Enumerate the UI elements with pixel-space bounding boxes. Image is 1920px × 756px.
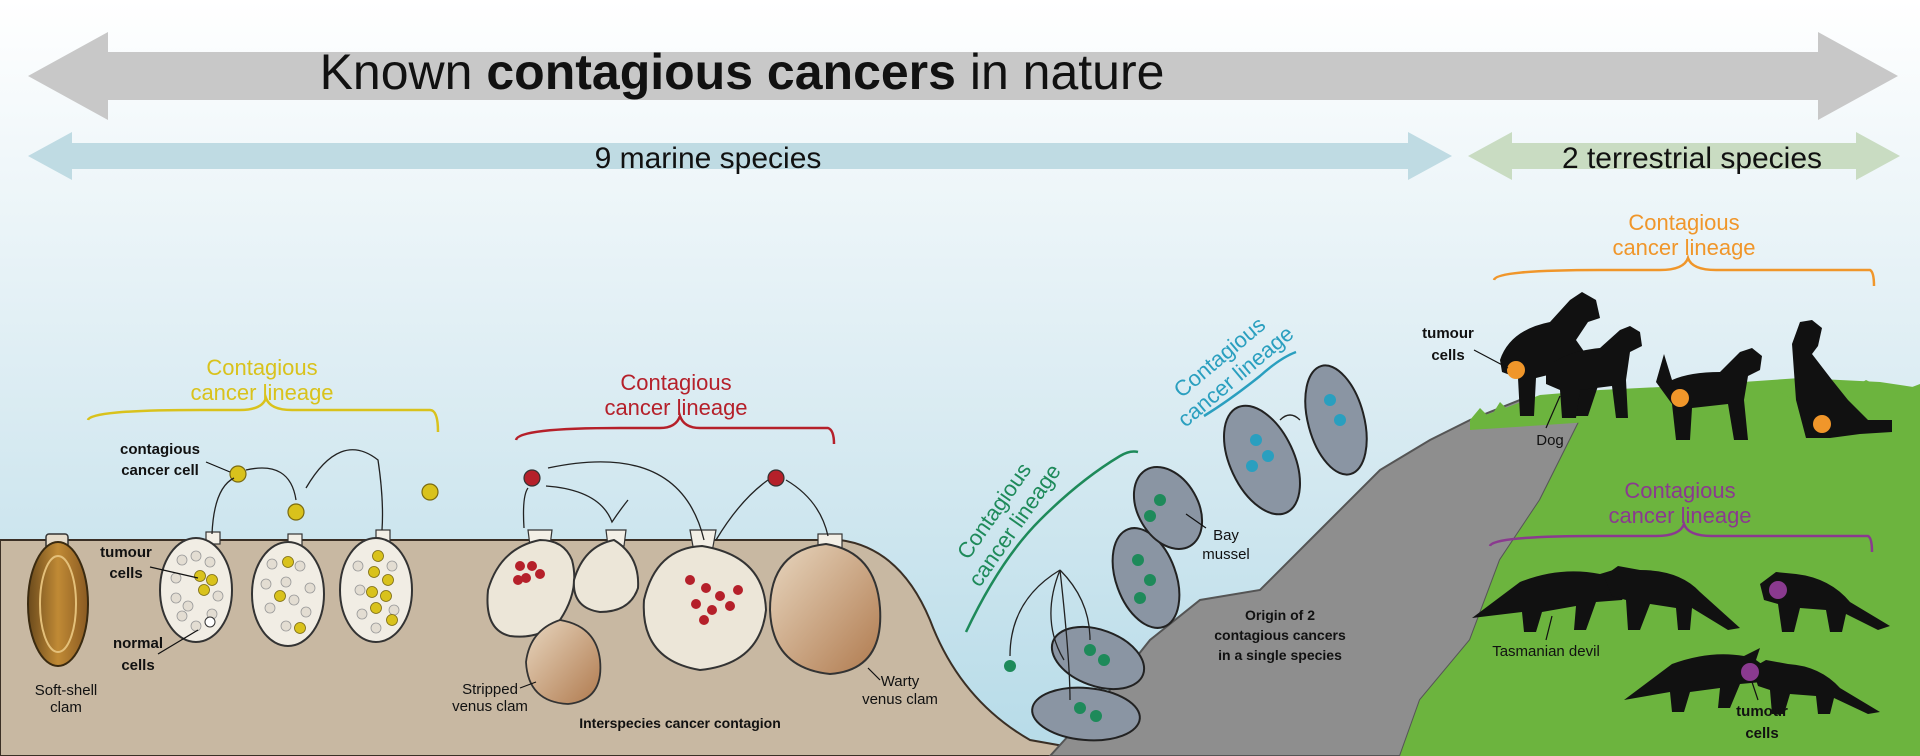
svg-text:cells: cells xyxy=(1745,725,1778,742)
dog-tumour-pointer xyxy=(1473,349,1509,369)
bay-mussel-pointer xyxy=(1185,513,1207,529)
svg-text:Contagious: Contagious xyxy=(620,370,731,395)
devil-label: Tasmanian devil xyxy=(1492,643,1600,660)
svg-text:venus clam: venus clam xyxy=(862,691,938,708)
svg-text:Bay: Bay xyxy=(1213,527,1239,544)
svg-text:clam: clam xyxy=(50,699,82,716)
svg-text:tumour: tumour xyxy=(100,544,152,561)
devil-tumour-spots xyxy=(1741,581,1787,681)
normal-cells-label: normal cells xyxy=(113,635,163,674)
dog-pointer xyxy=(1545,395,1561,429)
contagious-cell-pointer xyxy=(205,461,231,473)
devil-bracket xyxy=(1488,520,1874,553)
venus-clam-3 xyxy=(642,529,768,672)
dogs xyxy=(1500,292,1892,440)
origin-caption: Origin of 2 contagious cancers in a sing… xyxy=(1214,607,1346,663)
interspecies-caption: Interspecies cancer contagion xyxy=(579,715,781,731)
venus-transmission-arrows xyxy=(522,461,829,541)
devil-pointer xyxy=(1545,615,1553,641)
stripped-venus-label: Stripped venus clam xyxy=(452,681,528,715)
svg-text:in a single species: in a single species xyxy=(1218,647,1342,663)
svg-text:contagious cancers: contagious cancers xyxy=(1214,627,1346,643)
warty-venus-pointer xyxy=(867,667,881,681)
softshell-bracket xyxy=(86,394,440,433)
mussel-green-bracket xyxy=(964,450,1139,633)
mussels-green xyxy=(1031,466,1204,742)
terrestrial-arrow xyxy=(1468,132,1900,180)
dog-tumour-spots xyxy=(1507,361,1831,433)
dog-tumour-label: tumour cells xyxy=(1422,325,1474,364)
dog-lineage-heading: Contagious cancer lineage xyxy=(1612,210,1755,260)
stripped-venus-pointer xyxy=(519,681,537,689)
mussel-teal-bracket xyxy=(1203,350,1297,418)
svg-text:contagious: contagious xyxy=(120,441,200,458)
title-arrow xyxy=(28,32,1898,120)
svg-text:Soft-shell: Soft-shell xyxy=(35,682,98,699)
svg-text:tumour: tumour xyxy=(1736,703,1788,720)
marine-arrow xyxy=(28,132,1452,180)
svg-text:cancer lineage: cancer lineage xyxy=(1608,503,1751,528)
softshell-clam-3 xyxy=(339,529,413,643)
title: Known contagious cancers in nature xyxy=(320,44,1165,100)
svg-text:venus clam: venus clam xyxy=(452,698,528,715)
svg-text:normal: normal xyxy=(113,635,163,652)
svg-text:cancer cell: cancer cell xyxy=(121,462,199,479)
free-cell-yellow-3 xyxy=(421,483,439,501)
softshell-clam xyxy=(27,533,89,667)
svg-text:tumour: tumour xyxy=(1422,325,1474,342)
svg-text:cells: cells xyxy=(109,565,142,582)
tumour-cells-label-softshell: tumour cells xyxy=(100,544,152,582)
softshell-clam-2 xyxy=(251,533,325,647)
normal-cells-pointer xyxy=(157,629,199,655)
softshell-clam-1 xyxy=(159,531,233,643)
svg-text:cells: cells xyxy=(1431,347,1464,364)
svg-text:cancer lineage: cancer lineage xyxy=(1612,235,1755,260)
marine-label: 9 marine species xyxy=(595,142,822,175)
devils xyxy=(1472,566,1890,714)
mussel-green-cells xyxy=(1004,494,1166,722)
dog-bracket xyxy=(1492,254,1876,287)
venus-bracket xyxy=(514,412,836,445)
free-cell-red-1 xyxy=(523,469,541,487)
mussel-teal-cells xyxy=(1246,394,1346,472)
stripped-venus-clam xyxy=(525,619,602,705)
venus-clam-1 xyxy=(486,529,576,638)
devil-tumour-label: tumour cells xyxy=(1736,703,1788,742)
svg-text:Contagious: Contagious xyxy=(1628,210,1739,235)
bay-mussel-label: Bay mussel xyxy=(1202,527,1250,563)
softshell-label: Soft-shell clam xyxy=(35,682,98,716)
svg-text:Contagious: Contagious xyxy=(206,355,317,380)
softshell-transmission-arrows xyxy=(211,449,384,535)
contagious-cell-label: contagious cancer cell xyxy=(120,441,200,479)
svg-text:cancer lineage: cancer lineage xyxy=(190,380,333,405)
devil-tumour-pointer xyxy=(1751,681,1759,701)
venus-clam-2 xyxy=(572,529,640,614)
svg-text:cancer lineage: cancer lineage xyxy=(604,395,747,420)
softshell-lineage-heading: Contagious cancer lineage xyxy=(190,355,333,405)
svg-text:Warty: Warty xyxy=(881,673,920,690)
devil-lineage-heading: Contagious cancer lineage xyxy=(1608,478,1751,528)
svg-text:Contagious: Contagious xyxy=(1624,478,1735,503)
svg-text:cells: cells xyxy=(121,657,154,674)
tumour-cells-pointer-softshell xyxy=(149,566,199,579)
terrestrial-label: 2 terrestrial species xyxy=(1562,142,1822,175)
svg-text:mussel: mussel xyxy=(1202,546,1250,563)
free-cell-red-2 xyxy=(767,469,785,487)
venus-lineage-heading: Contagious cancer lineage xyxy=(604,370,747,420)
warty-venus-label: Warty venus clam xyxy=(862,673,938,708)
warty-venus-clam xyxy=(768,533,882,676)
svg-text:Origin of 2: Origin of 2 xyxy=(1245,607,1315,623)
free-cell-yellow-2 xyxy=(287,503,305,521)
mussel-transmission-arrows xyxy=(1009,414,1301,701)
grass xyxy=(1400,378,1920,756)
dog-label: Dog xyxy=(1536,432,1564,449)
svg-text:Stripped: Stripped xyxy=(462,681,518,698)
